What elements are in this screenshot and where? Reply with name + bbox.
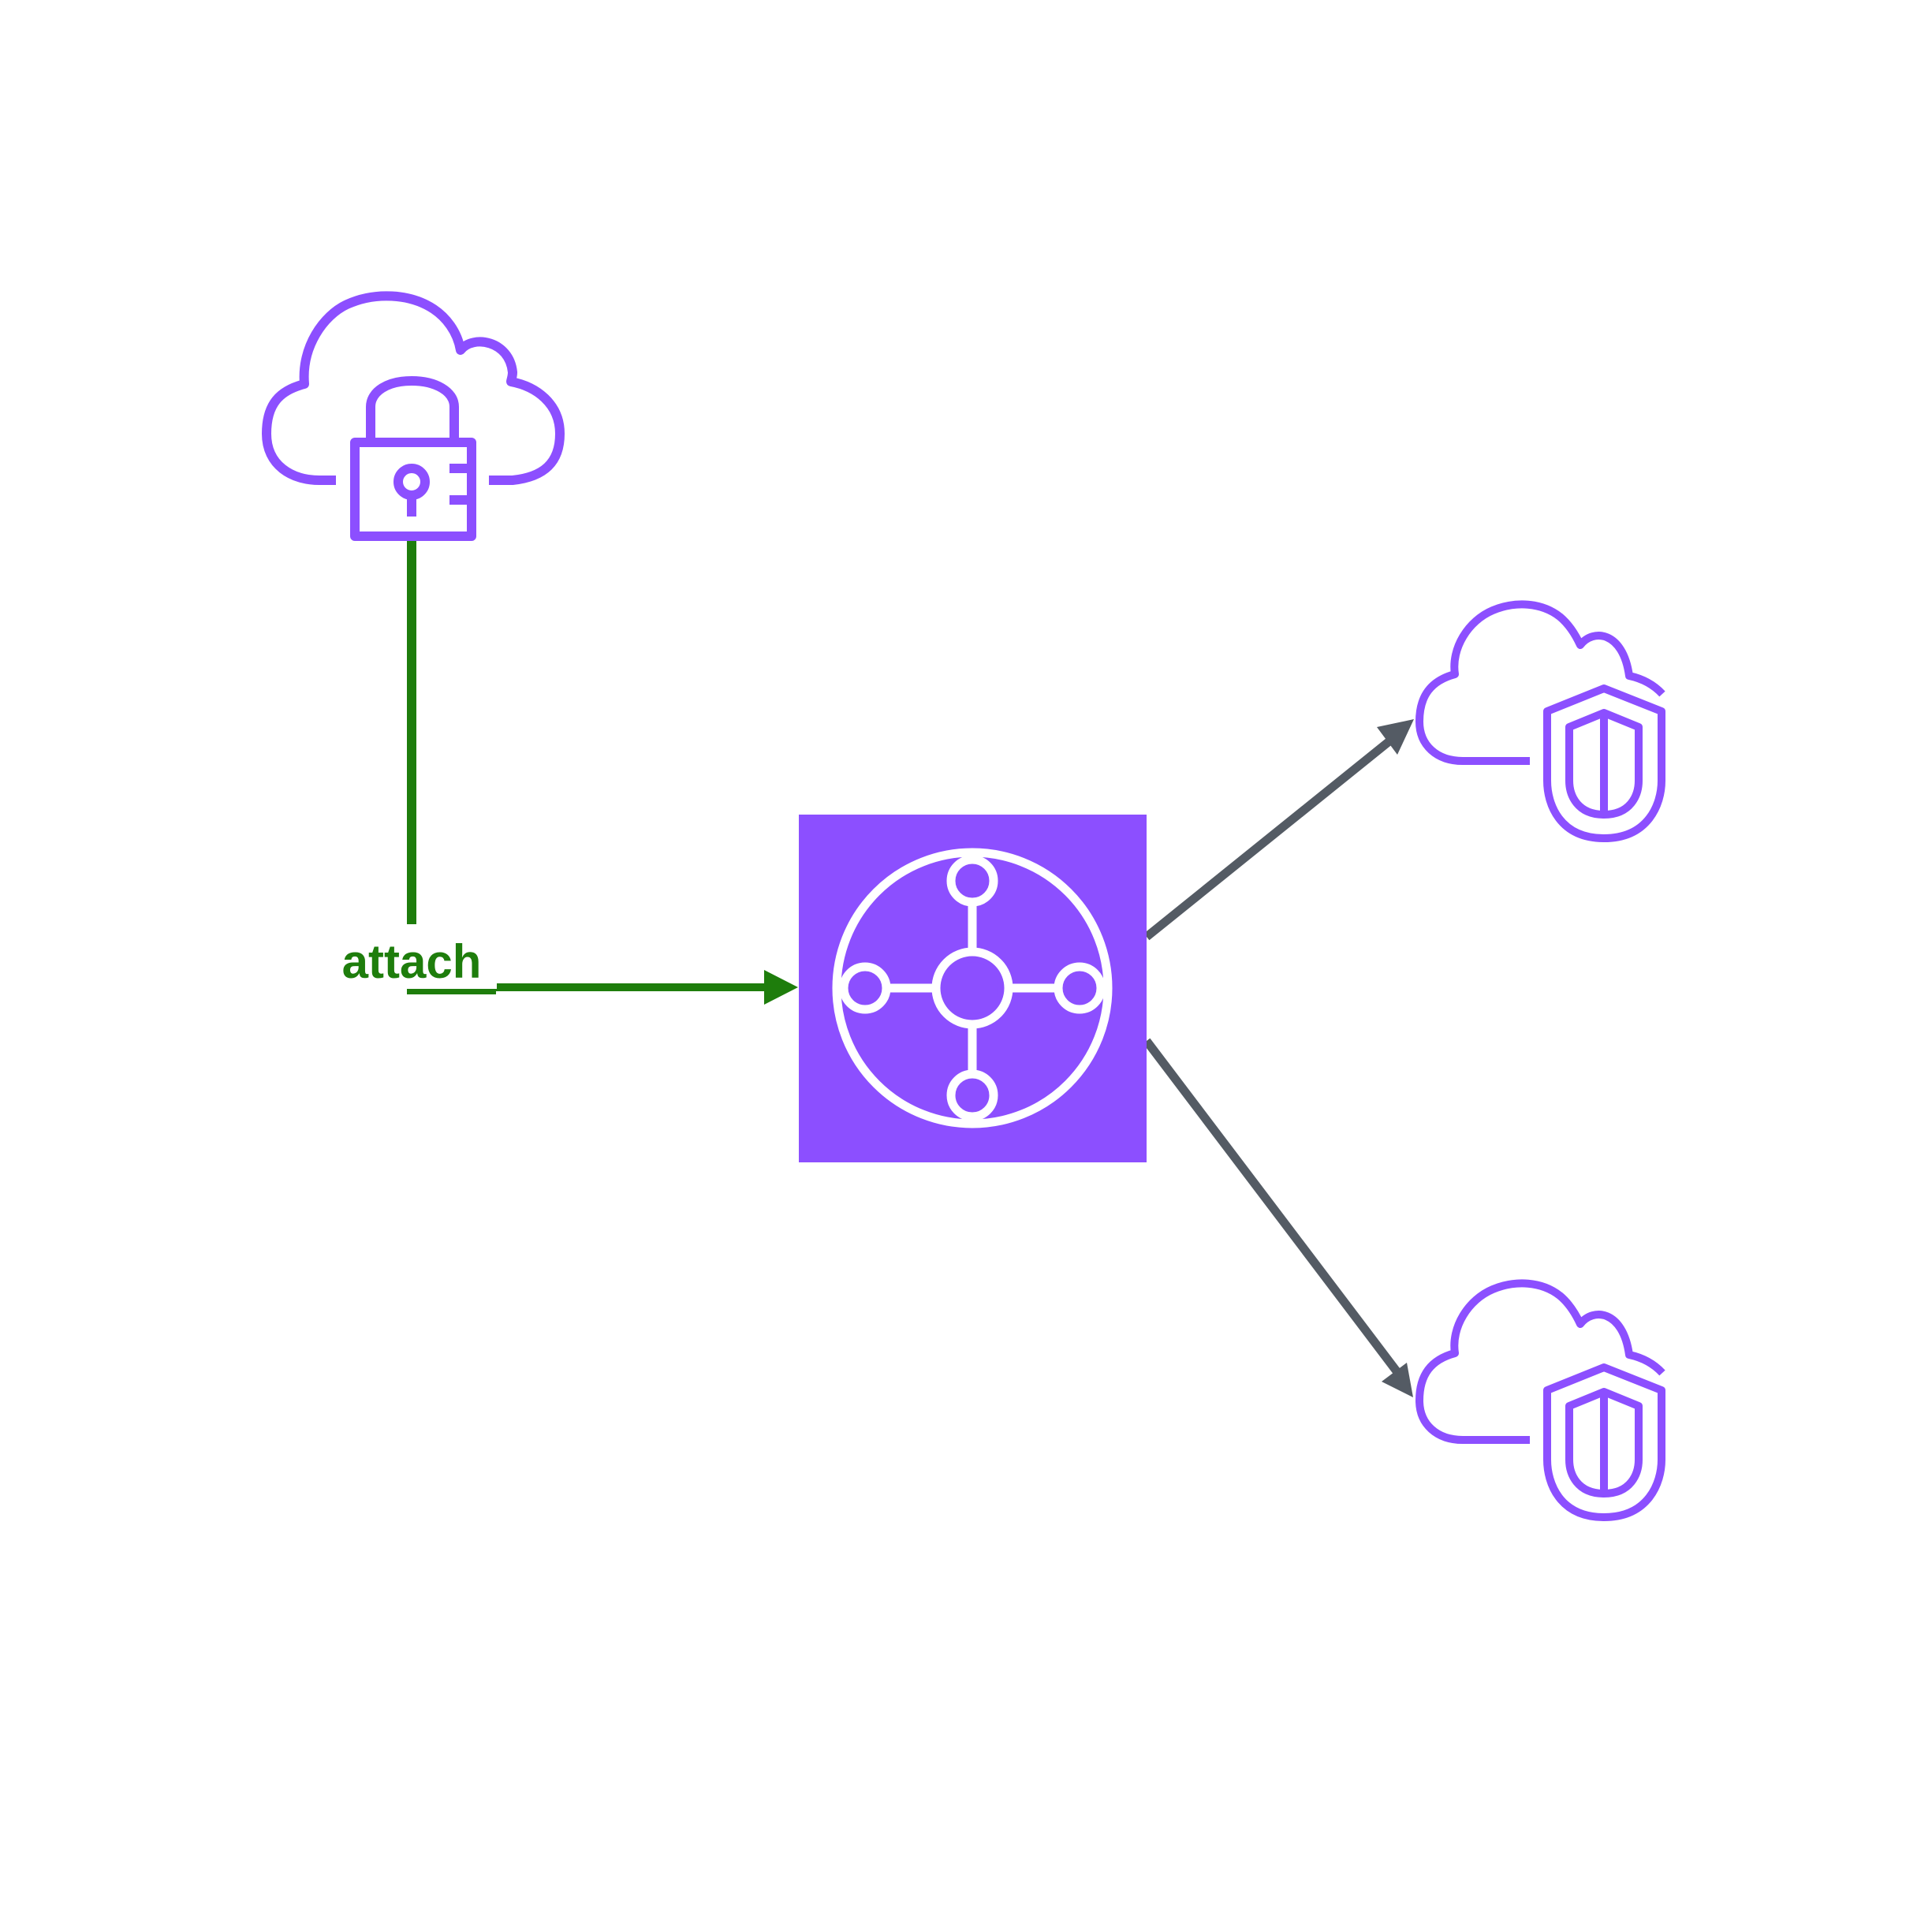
gray-connector-line: [1143, 733, 1397, 941]
lock-shackle: [366, 376, 459, 440]
cloud-outline: [1415, 1279, 1665, 1444]
cloud-shield-icon: [1415, 1279, 1665, 1521]
transit-gateway-hub-icon: [832, 848, 1113, 1128]
cloud-outline: [1415, 600, 1665, 765]
lock-body: [350, 438, 476, 541]
edge-transit-gateway-to-vpc-bottom: [1143, 1038, 1413, 1397]
vpn-gateway-node[interactable]: [262, 291, 565, 541]
edge-vpn-to-transit-gateway: attach: [331, 539, 798, 1005]
outer-ring: [832, 848, 1113, 1128]
node-left: [839, 962, 891, 1014]
attach-edge-label: attach: [342, 935, 482, 988]
cloud-lock-icon: [262, 291, 565, 541]
node-bottom: [946, 1069, 998, 1121]
node-top: [946, 855, 998, 907]
vpc-top-node[interactable]: [1415, 600, 1665, 842]
gray-arrowhead: [1382, 1363, 1413, 1397]
edge-transit-gateway-to-vpc-top: [1143, 719, 1414, 941]
hub-center-ring: [931, 947, 1013, 1029]
node-right: [1054, 962, 1106, 1014]
cloud-outline: [262, 291, 565, 485]
attach-label-background: [331, 931, 497, 989]
gray-connector-line: [1143, 1038, 1406, 1382]
attach-arrowhead: [764, 970, 798, 1005]
gray-arrowhead: [1377, 719, 1414, 755]
hub-center-dot: [946, 962, 998, 1014]
vpc-bottom-node[interactable]: [1415, 1279, 1665, 1521]
cloud-shield-icon: [1415, 600, 1665, 842]
transit-gateway-node[interactable]: [799, 815, 1147, 1162]
